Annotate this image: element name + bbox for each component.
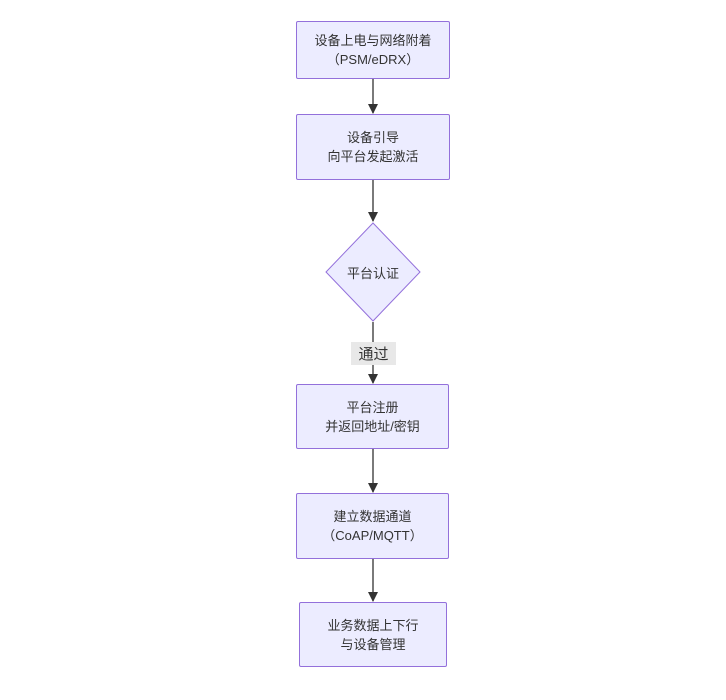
node-text-line: 业务数据上下行 bbox=[327, 617, 419, 633]
flow-decision-platform-auth: 平台认证 bbox=[325, 222, 421, 322]
flow-node-register: 平台注册 并返回地址/密钥 bbox=[296, 384, 449, 449]
flow-node-power-attach: 设备上电与网络附着 （PSM/eDRX） bbox=[296, 21, 450, 79]
node-text-line: （CoAP/MQTT） bbox=[322, 528, 423, 543]
node-text-line: 平台认证 bbox=[346, 265, 399, 281]
edge-label-pass: 通过 bbox=[351, 342, 396, 365]
node-text-line: 建立数据通道 bbox=[333, 509, 412, 524]
node-text-line: 设备上电与网络附着 bbox=[314, 33, 432, 48]
node-text-line: 与设备管理 bbox=[340, 636, 406, 652]
flow-node-business-data: 业务数据上下行 与设备管理 bbox=[299, 602, 447, 667]
node-text-line: （PSM/eDRX） bbox=[326, 52, 420, 67]
node-text-line: 向平台发起激活 bbox=[327, 149, 419, 164]
diamond-shape-icon bbox=[325, 222, 421, 322]
node-text-line: 平台注册 bbox=[346, 399, 399, 415]
node-text-line: 设备引导 bbox=[346, 130, 399, 145]
flow-node-data-channel: 建立数据通道 （CoAP/MQTT） bbox=[296, 493, 449, 559]
node-text-line: 并返回地址/密钥 bbox=[325, 418, 420, 434]
flow-node-bootstrap: 设备引导 向平台发起激活 bbox=[296, 114, 450, 180]
